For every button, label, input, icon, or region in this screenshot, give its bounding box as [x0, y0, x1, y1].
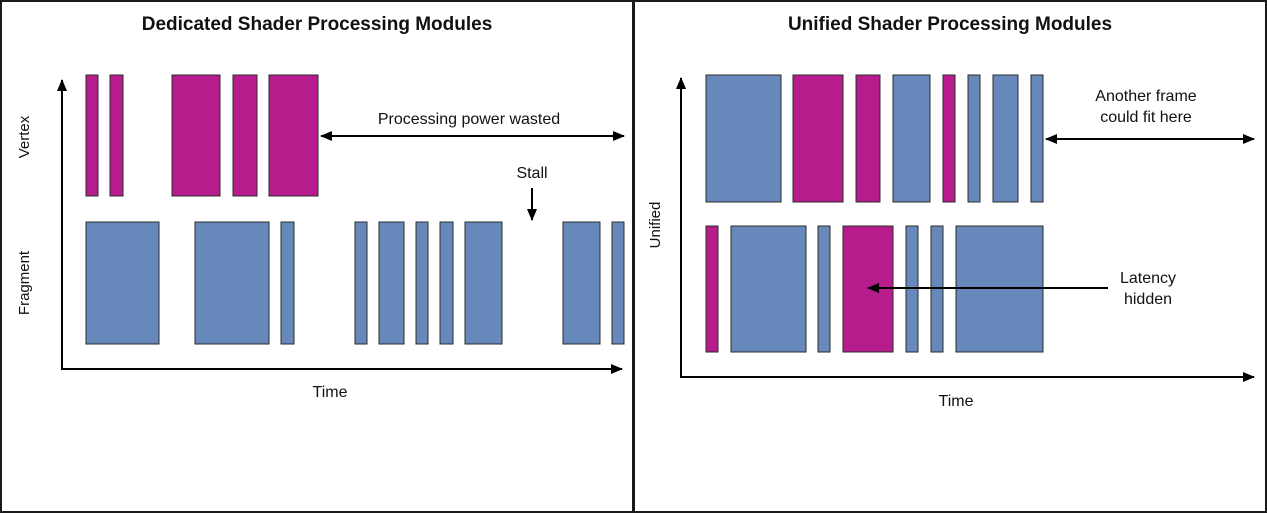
unified-vertex-bar: [705, 225, 719, 353]
fragment-job-bar: [85, 221, 160, 345]
unified-vertex-bar: [942, 74, 956, 203]
left-stall-annotation: Stall: [516, 165, 547, 182]
unified-vertex-bar: [855, 74, 881, 203]
fragment-job-bar: [194, 221, 270, 345]
vertex-job-bar: [109, 74, 124, 197]
right-top-row: [705, 74, 1044, 203]
unified-vertex-bar: [792, 74, 844, 203]
unified-fragment-bar: [817, 225, 831, 353]
vertex-job-bar: [232, 74, 258, 197]
unified-panel-title: Unified Shader Processing Modules: [787, 14, 1113, 35]
fragment-job-bar: [280, 221, 295, 345]
right-time-label: Time: [939, 393, 974, 410]
left-vertex-label: Vertex: [16, 115, 33, 158]
right-another-frame-line2: could fit here: [1100, 109, 1192, 126]
unified-fragment-bar: [992, 74, 1019, 203]
unified-fragment-bar: [967, 74, 981, 203]
fragment-job-bar: [611, 221, 625, 345]
unified-fragment-bar: [705, 74, 782, 203]
fragment-job-bar: [415, 221, 429, 345]
left-time-label: Time: [313, 384, 348, 401]
fragment-job-bar: [354, 221, 368, 345]
left-vertex-row: [85, 74, 319, 197]
unified-fragment-bar: [730, 225, 807, 353]
right-unified-label: Unified: [647, 202, 664, 249]
left-fragment-label: Fragment: [16, 250, 33, 315]
fragment-job-bar: [378, 221, 405, 345]
fragment-job-bar: [439, 221, 454, 345]
vertex-job-bar: [268, 74, 319, 197]
right-latency-line1: Latency: [1120, 270, 1176, 287]
left-wasted-annotation: Processing power wasted: [378, 111, 560, 128]
unified-fragment-bar: [1030, 74, 1044, 203]
dedicated-panel-title: Dedicated Shader Processing Modules: [141, 14, 493, 35]
vertex-job-bar: [171, 74, 221, 197]
fragment-job-bar: [464, 221, 503, 345]
right-another-frame-line1: Another frame: [1095, 88, 1196, 105]
fragment-job-bar: [562, 221, 601, 345]
vertex-job-bar: [85, 74, 99, 197]
right-latency-line2: hidden: [1124, 291, 1172, 308]
unified-fragment-bar: [892, 74, 931, 203]
left-fragment-row: [85, 221, 625, 345]
